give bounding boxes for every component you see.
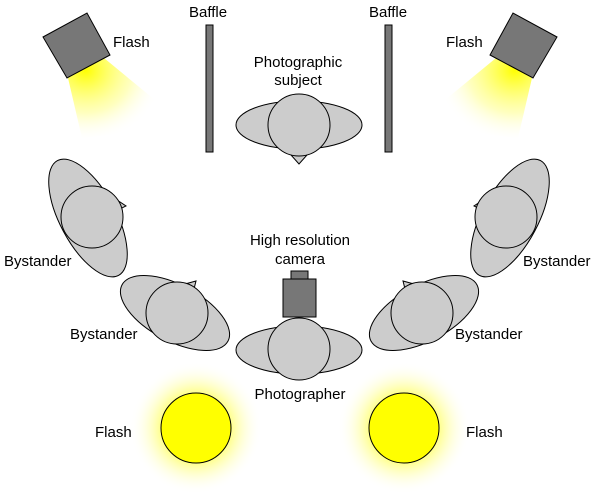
bystander-lower-right-head (390, 281, 454, 345)
bystander-lower-right (368, 275, 480, 351)
flash-beam-top-left (68, 58, 155, 138)
camera-lens (290, 270, 309, 280)
photographer-label: Photographer (255, 386, 346, 403)
high-resolution-camera (282, 270, 317, 318)
bystander-lower-left (119, 275, 231, 351)
bystander-lower-left-head (145, 281, 209, 345)
camera-label-line1: High resolution (250, 232, 350, 249)
photographer-head (267, 317, 331, 381)
bystander-label-upper-right: Bystander (523, 253, 591, 270)
flash-unit-top-right (489, 12, 558, 79)
baffle-left (205, 24, 214, 153)
bystander-upper-right-head (474, 185, 538, 249)
flash-top-left (42, 12, 155, 138)
photographer (235, 317, 363, 381)
camera-body (282, 278, 317, 318)
subject-label-line1: Photographic (254, 54, 343, 71)
flash-label-bottom-left: Flash (95, 424, 132, 441)
camera-label-line2: camera (275, 251, 326, 268)
flash-bulb-bottom-right (368, 392, 440, 464)
photographic-subject (235, 93, 363, 165)
flash-label-top-right: Flash (446, 34, 483, 51)
flash-label-top-left: Flash (113, 34, 150, 51)
flash-top-right (445, 12, 558, 138)
baffle-right (384, 24, 393, 153)
bystander-upper-right (470, 158, 550, 278)
baffle-label-left: Baffle (189, 4, 227, 21)
flash-bottom-left (130, 362, 262, 494)
bystander-label-lower-right: Bystander (455, 326, 523, 343)
baffle-label-right: Baffle (369, 4, 407, 21)
subject-head (267, 93, 331, 157)
flash-label-bottom-right: Flash (466, 424, 503, 441)
flash-beam-top-right (445, 58, 532, 138)
flash-bulb-bottom-left (160, 392, 232, 464)
flash-unit-top-left (42, 12, 111, 79)
subject-label-line2: subject (274, 72, 322, 89)
bystander-label-lower-left: Bystander (70, 326, 138, 343)
bystander-label-upper-left: Bystander (4, 253, 72, 270)
bystander-upper-left (48, 158, 128, 278)
bystander-upper-left-head (60, 185, 124, 249)
flash-bottom-right (338, 362, 470, 494)
